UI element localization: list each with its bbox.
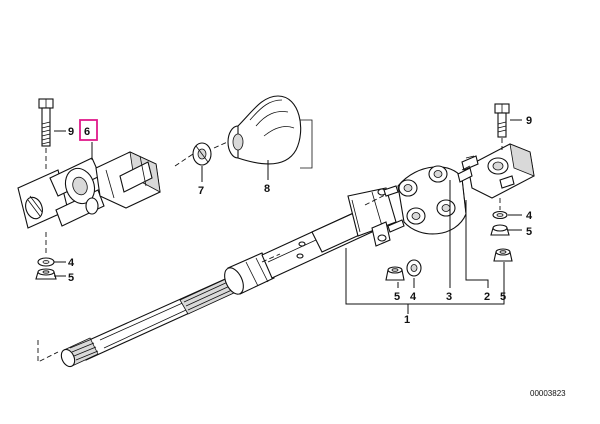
bolt-left [38, 98, 54, 170]
callout-washer-bottom: 4 [410, 291, 417, 303]
callout-coupling: 3 [446, 291, 452, 303]
callout-labels: 9 6 4 5 7 8 9 4 5 5 4 3 2 5 1 [68, 115, 533, 326]
leader-lines [54, 119, 522, 314]
rubber-boot [227, 95, 313, 169]
callout-nut-right: 5 [526, 226, 532, 238]
universal-joint [17, 151, 161, 229]
highlight-box [79, 119, 98, 141]
callout-nut-left: 5 [68, 272, 74, 284]
bolt-right [494, 103, 510, 150]
flange [457, 143, 535, 199]
callout-assembly: 1 [404, 314, 410, 326]
washer-nut-right [490, 198, 510, 236]
callout-nut-bottom-right: 5 [500, 291, 506, 303]
callout-flange: 2 [484, 291, 490, 303]
callout-boot: 8 [264, 183, 270, 195]
flexible-coupling [383, 165, 467, 235]
callout-washer-left: 4 [68, 257, 75, 269]
callout-joint-highlighted: 6 [84, 126, 90, 138]
nut-bottom-right [493, 248, 513, 262]
callout-nut-bottom: 5 [394, 291, 400, 303]
callout-bolt-top-right: 9 [526, 115, 532, 127]
nut-washer-bottom [385, 259, 422, 281]
callout-seal-ring: 7 [198, 185, 204, 197]
washer-nut-left [35, 232, 57, 280]
callout-bolt-top-left: 9 [68, 126, 74, 138]
callout-washer-right: 4 [526, 210, 533, 222]
seal-ring [192, 142, 212, 166]
steering-shaft [60, 187, 397, 368]
drawing-code: 00003823 [530, 389, 566, 398]
